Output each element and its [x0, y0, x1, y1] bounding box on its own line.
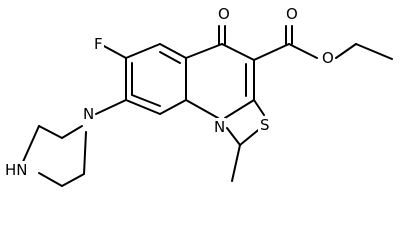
aryl-piperazine-bond — [95, 99, 127, 115]
pyridone-ring — [185, 43, 255, 119]
ester-oxygen-label: O — [322, 49, 334, 67]
fluorine-bond — [101, 44, 127, 59]
ring-nitrogen-label: N — [214, 118, 225, 136]
bond — [83, 131, 87, 175]
ester-group — [253, 25, 393, 61]
bond — [21, 125, 40, 165]
double-bond-inner — [131, 94, 161, 107]
label-mask — [92, 35, 104, 53]
ester-oxygen-bond — [288, 43, 318, 59]
label-mask — [283, 5, 298, 23]
ester-carbonyl-oxygen-label: O — [286, 5, 298, 23]
benzene-ring — [125, 43, 187, 115]
bond — [125, 43, 161, 59]
label-mask — [258, 116, 271, 134]
bond — [253, 99, 265, 116]
bond — [38, 125, 63, 139]
sulfur-atom-label: S — [260, 116, 270, 134]
bond — [221, 43, 255, 61]
molecule-structure-diagram: F O O O N HN N S — [3, 5, 393, 187]
piperazine-nitrogen-label: N — [83, 105, 94, 123]
bond — [224, 99, 255, 119]
bond — [226, 127, 241, 146]
piperazine-nh-label: HN — [5, 161, 28, 179]
bond — [185, 99, 219, 119]
ethyl-bond — [355, 43, 393, 60]
bond — [185, 43, 223, 59]
bond — [125, 99, 161, 115]
ethyl-bond — [335, 43, 357, 59]
label-mask — [212, 118, 226, 136]
ketone-group — [218, 25, 226, 45]
ester-single-bond — [253, 43, 290, 61]
fluorine-atom-label: F — [94, 35, 103, 53]
bond — [159, 99, 187, 115]
ketone-oxygen-label: O — [218, 5, 230, 23]
double-bond-inner — [159, 51, 181, 64]
bond — [159, 43, 187, 59]
methyl-bond — [231, 144, 241, 182]
bond — [61, 125, 83, 139]
label-mask — [3, 161, 28, 179]
label-mask — [215, 5, 230, 23]
label-mask — [82, 105, 94, 123]
label-mask — [320, 49, 335, 67]
piperazine-ring — [21, 125, 87, 187]
bond — [38, 172, 63, 187]
bond — [61, 173, 85, 187]
